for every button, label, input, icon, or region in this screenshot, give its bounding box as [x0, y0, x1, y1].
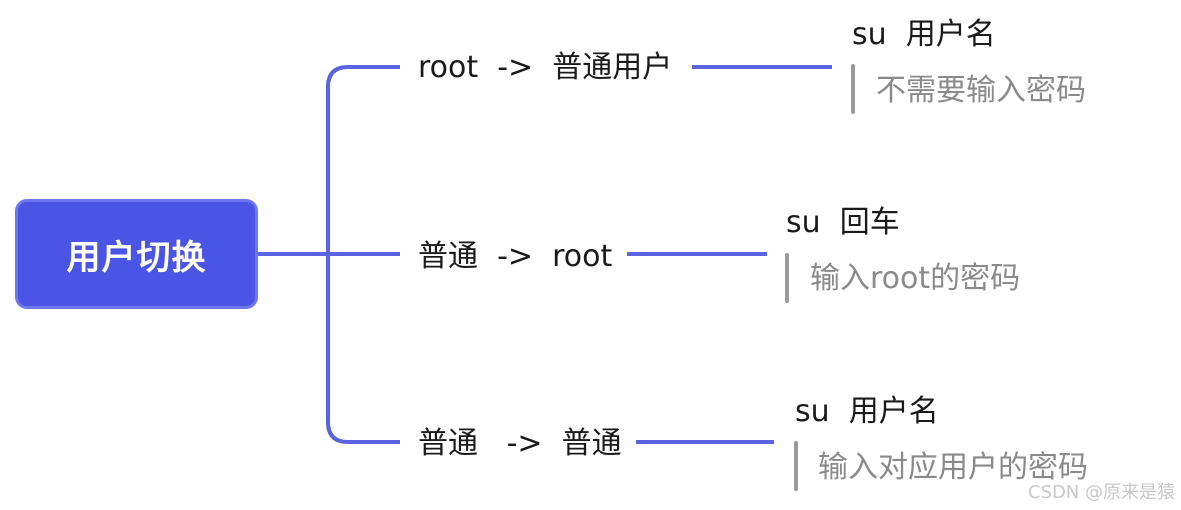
root-node[interactable]: 用户切换	[15, 199, 258, 309]
leaf-title-su-username[interactable]: su 用户名	[852, 17, 996, 52]
note-bar	[794, 441, 798, 491]
leaf-note-user-password: 输入对应用户的密码	[818, 450, 1088, 485]
branch-label-root-to-user[interactable]: root -> 普通用户	[418, 50, 673, 85]
leaf-title-su-username-2[interactable]: su 用户名	[795, 394, 939, 429]
connector-spine	[326, 65, 400, 444]
leaf-note-no-password: 不需要输入密码	[876, 73, 1086, 108]
watermark: CSDN @原来是猿	[1027, 482, 1175, 503]
leaf-note-root-password: 输入root的密码	[810, 261, 1021, 296]
branch-label-user-to-user[interactable]: 普通 -> 普通	[418, 426, 622, 461]
root-node-label: 用户切换	[66, 237, 207, 278]
branch-label-user-to-root[interactable]: 普通 -> root	[418, 239, 613, 274]
note-bar	[851, 64, 855, 114]
note-bar	[785, 253, 789, 303]
leaf-title-su-enter[interactable]: su 回车	[786, 205, 900, 240]
